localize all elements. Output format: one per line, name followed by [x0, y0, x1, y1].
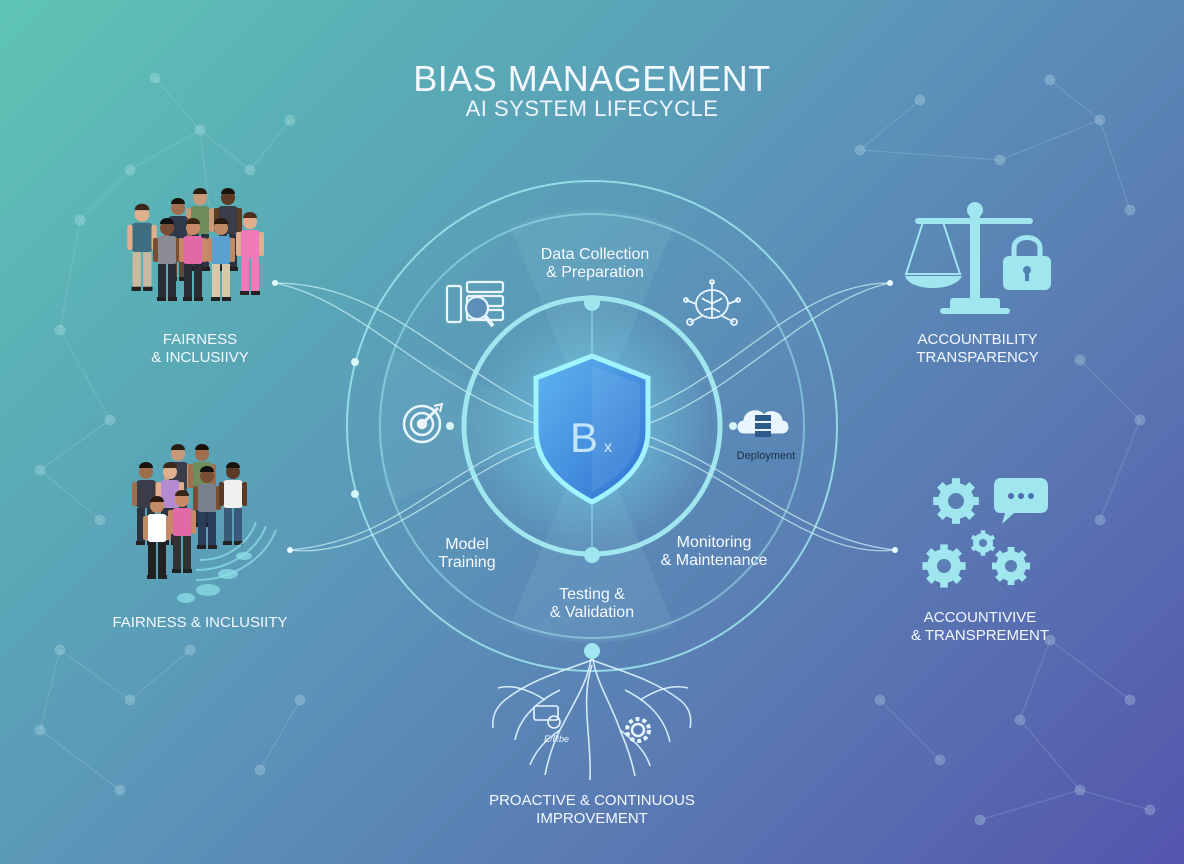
connector-node [887, 280, 893, 286]
ring-node [729, 422, 737, 430]
gear-tooth [933, 497, 941, 505]
label-fairness-top: FAIRNESS & INCLUSIIVY [130, 331, 270, 367]
people-group-bottom [132, 444, 247, 579]
data-search-icon [447, 282, 503, 326]
label-accountability-top: ACCOUNTBILITY TRANSPARENCY [900, 331, 1055, 367]
gear-tooth [940, 544, 948, 552]
roots-small-text: E/Rbe [544, 734, 569, 744]
ring-node [446, 422, 454, 430]
gear-tooth [922, 562, 930, 570]
roots-data-icon [534, 706, 560, 728]
gear-tooth [981, 530, 986, 535]
brain-network-icon [684, 280, 740, 325]
people-group-top [127, 188, 264, 301]
ring-node [351, 358, 359, 366]
gear-tooth [1008, 578, 1015, 585]
cloud-server-icon [738, 411, 788, 437]
ring-node [351, 490, 359, 498]
label-continuous-improvement: PROACTIVE & CONTINUOUS IMPROVEMENT [472, 792, 712, 828]
connector-node [287, 547, 293, 553]
gear-tooth [981, 551, 986, 556]
shield-subscript: x [604, 439, 612, 456]
person-figure [127, 204, 156, 291]
stage-deployment: Deployment [726, 447, 806, 465]
gear-tooth [971, 497, 979, 505]
label-accountability-bottom: ACCOUNTIVIVE & TRANSPREMENT [900, 609, 1060, 645]
gear-tooth [992, 563, 999, 570]
stage-monitoring-maintenance: Monitoring & Maintenance [648, 534, 780, 570]
stage-data-collection: Data Collection & Preparation [515, 246, 675, 282]
root-node [584, 643, 600, 659]
gear-tooth [940, 580, 948, 588]
stage-model-training: Model Training [420, 536, 514, 572]
connector-node [892, 547, 898, 553]
chat-bubble-icon [994, 478, 1048, 524]
label-fairness-bottom: FAIRNESS & INCLUSIITY [100, 614, 300, 632]
gear-tooth [958, 562, 966, 570]
gear-tooth [952, 478, 960, 486]
connector-node [272, 280, 278, 286]
person-figure [219, 462, 247, 545]
shield-letter: B [570, 414, 598, 461]
gear-tooth [952, 516, 960, 524]
gear-tooth [1008, 547, 1015, 554]
stage-testing-validation: Testing & & Validation [520, 586, 664, 622]
gear-tooth [1023, 563, 1030, 570]
padlock-icon [1003, 238, 1051, 291]
